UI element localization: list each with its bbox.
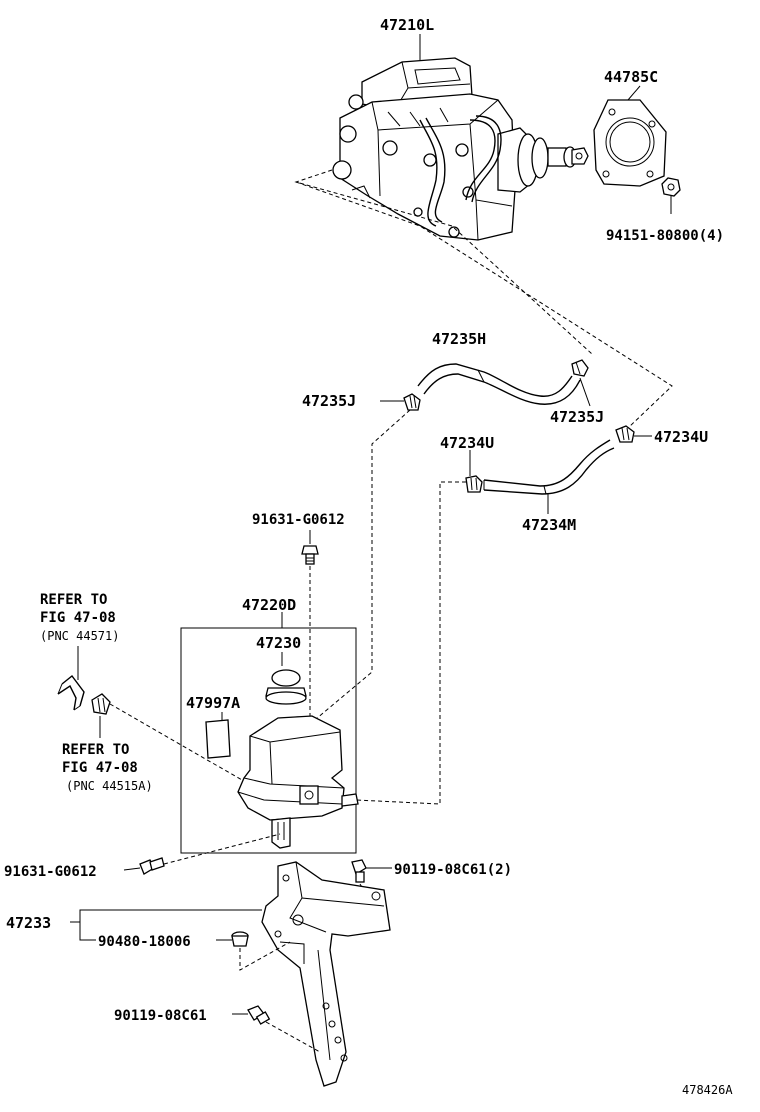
label-refer-1-line1: REFER TO	[40, 592, 107, 608]
label-refer-1-line3: (PNC 44571)	[40, 629, 119, 643]
gasket-44785c	[593, 99, 667, 187]
label-47230: 47230	[256, 634, 301, 652]
hose-47235h	[417, 363, 581, 405]
bolt-90119-right	[351, 859, 367, 883]
label-90480: 90480-18006	[98, 934, 191, 950]
label-47233: 47233	[6, 914, 51, 932]
reservoir-cap	[265, 669, 307, 705]
label-91631-left: 91631-G0612	[4, 864, 97, 880]
bolt-91631-left	[139, 857, 165, 875]
label-47234u-right: 47234U	[654, 428, 708, 446]
label-47235j-right: 47235J	[550, 408, 604, 426]
grommet-90480	[231, 931, 249, 947]
clip-47235j-left	[403, 393, 421, 411]
label-47210l: 47210L	[380, 16, 434, 34]
fluid-reservoir	[237, 715, 359, 849]
label-47235j-left: 47235J	[302, 392, 356, 410]
label-47234m: 47234M	[522, 516, 576, 534]
label-90119-right: 90119-08C61(2)	[394, 862, 512, 878]
label-47235h: 47235H	[432, 330, 486, 348]
bracket-47233	[261, 861, 391, 1087]
label-refer-1-line2: FIG 47-08	[40, 610, 116, 626]
caution-label-47997a	[205, 719, 231, 759]
refer-hose-44571	[57, 675, 85, 711]
clip-47234u-left	[465, 475, 483, 493]
clip-47234u-right	[615, 425, 635, 443]
clip-47235j-right	[571, 359, 589, 377]
label-90119-bottom: 90119-08C61	[114, 1008, 207, 1024]
label-refer-2-line1: REFER TO	[62, 742, 129, 758]
bolt-90119-bottom	[247, 1005, 271, 1025]
refer-clip-44515a	[91, 693, 111, 715]
label-diagram-id: 478426A	[682, 1083, 733, 1097]
label-44785c: 44785C	[604, 68, 658, 86]
label-91631-top: 91631-G0612	[252, 512, 345, 528]
label-47220d: 47220D	[242, 596, 296, 614]
reservoir-group-box	[180, 627, 357, 854]
label-refer-2-line2: FIG 47-08	[62, 760, 138, 776]
bolt-91631-top	[301, 530, 319, 565]
label-47997a: 47997A	[186, 694, 240, 712]
nut-94151	[661, 177, 681, 214]
label-47234u-left: 47234U	[440, 434, 494, 452]
label-94151: 94151-80800(4)	[606, 228, 724, 244]
label-refer-2-line3: (PNC 44515A)	[66, 779, 153, 793]
brake-pump-assembly	[332, 57, 589, 241]
hose-47234m	[483, 439, 615, 495]
